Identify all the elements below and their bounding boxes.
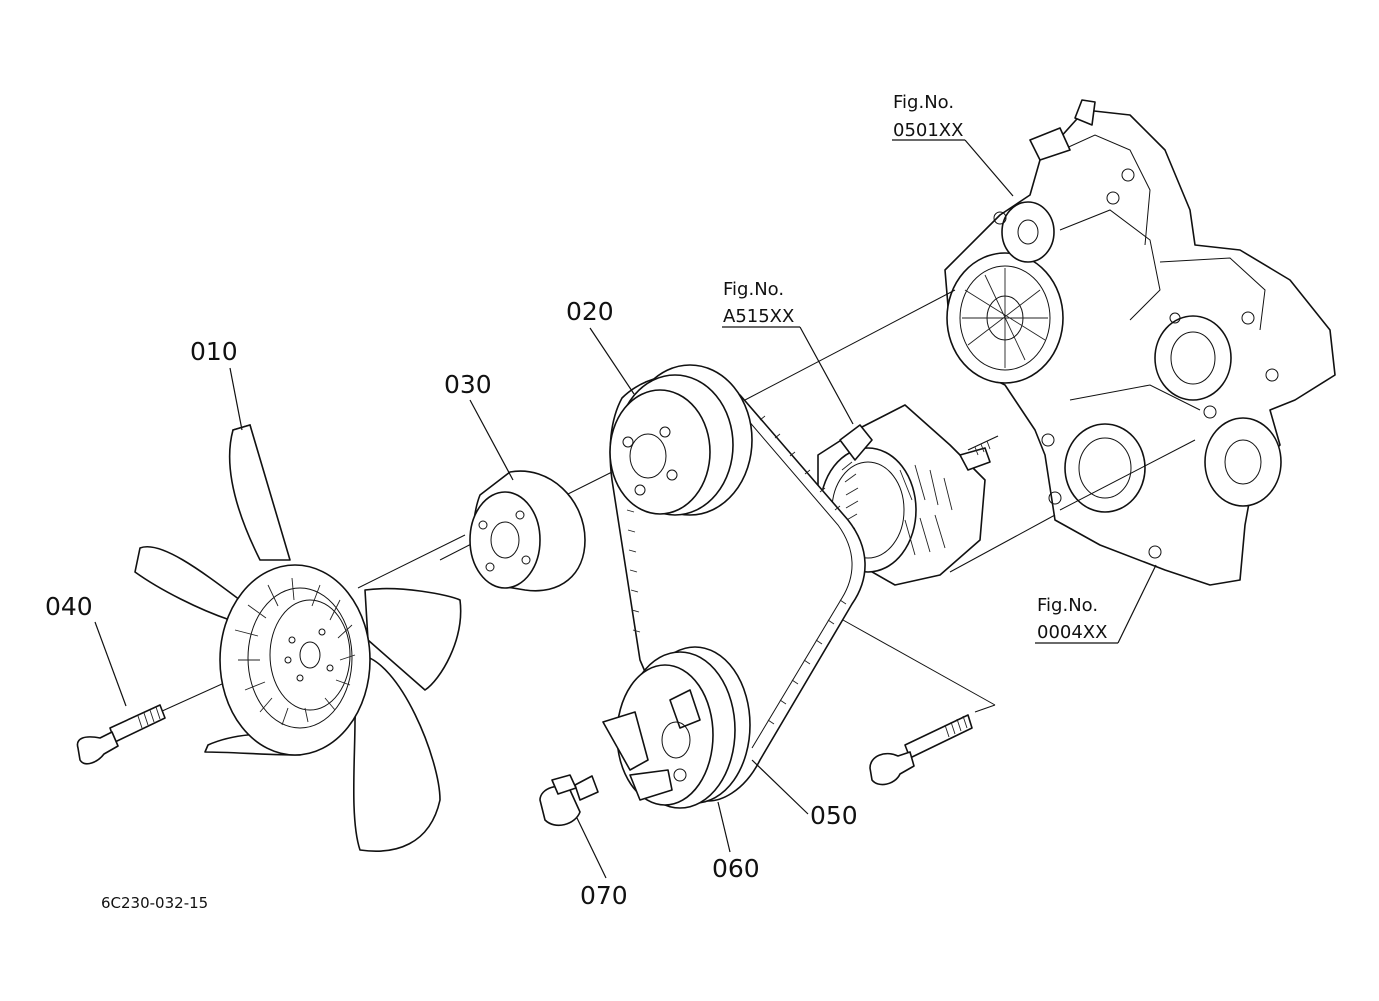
fan-drive-pulley (609, 364, 753, 516)
callout-010: 010 (190, 337, 238, 366)
callout-030: 030 (444, 370, 492, 399)
bolt-040 (76, 704, 166, 765)
figref-water-pump-number: 0501XX (893, 120, 963, 141)
figref-water-pump-label: Fig.No. (893, 92, 954, 113)
drawing-code: 6C230-032-15 (101, 894, 208, 912)
figref-alternator-number: A515XX (723, 306, 794, 327)
leader-lines (94, 139, 1157, 879)
cooling-fan (134, 424, 462, 852)
figref-gear-case-number: 0004XX (1037, 622, 1107, 643)
crankshaft-pulley (602, 646, 751, 809)
callout-040: 040 (45, 592, 93, 621)
gear-case-assembly (944, 99, 1336, 586)
bolt-crank-side (869, 714, 973, 786)
figref-gear-case-label: Fig.No. (1037, 595, 1098, 616)
bolt-070 (539, 774, 599, 827)
callout-050: 050 (810, 801, 858, 830)
callout-020: 020 (566, 297, 614, 326)
spacer (469, 470, 586, 592)
callout-060: 060 (712, 854, 760, 883)
callout-070: 070 (580, 881, 628, 910)
figref-alternator-label: Fig.No. (723, 279, 784, 300)
